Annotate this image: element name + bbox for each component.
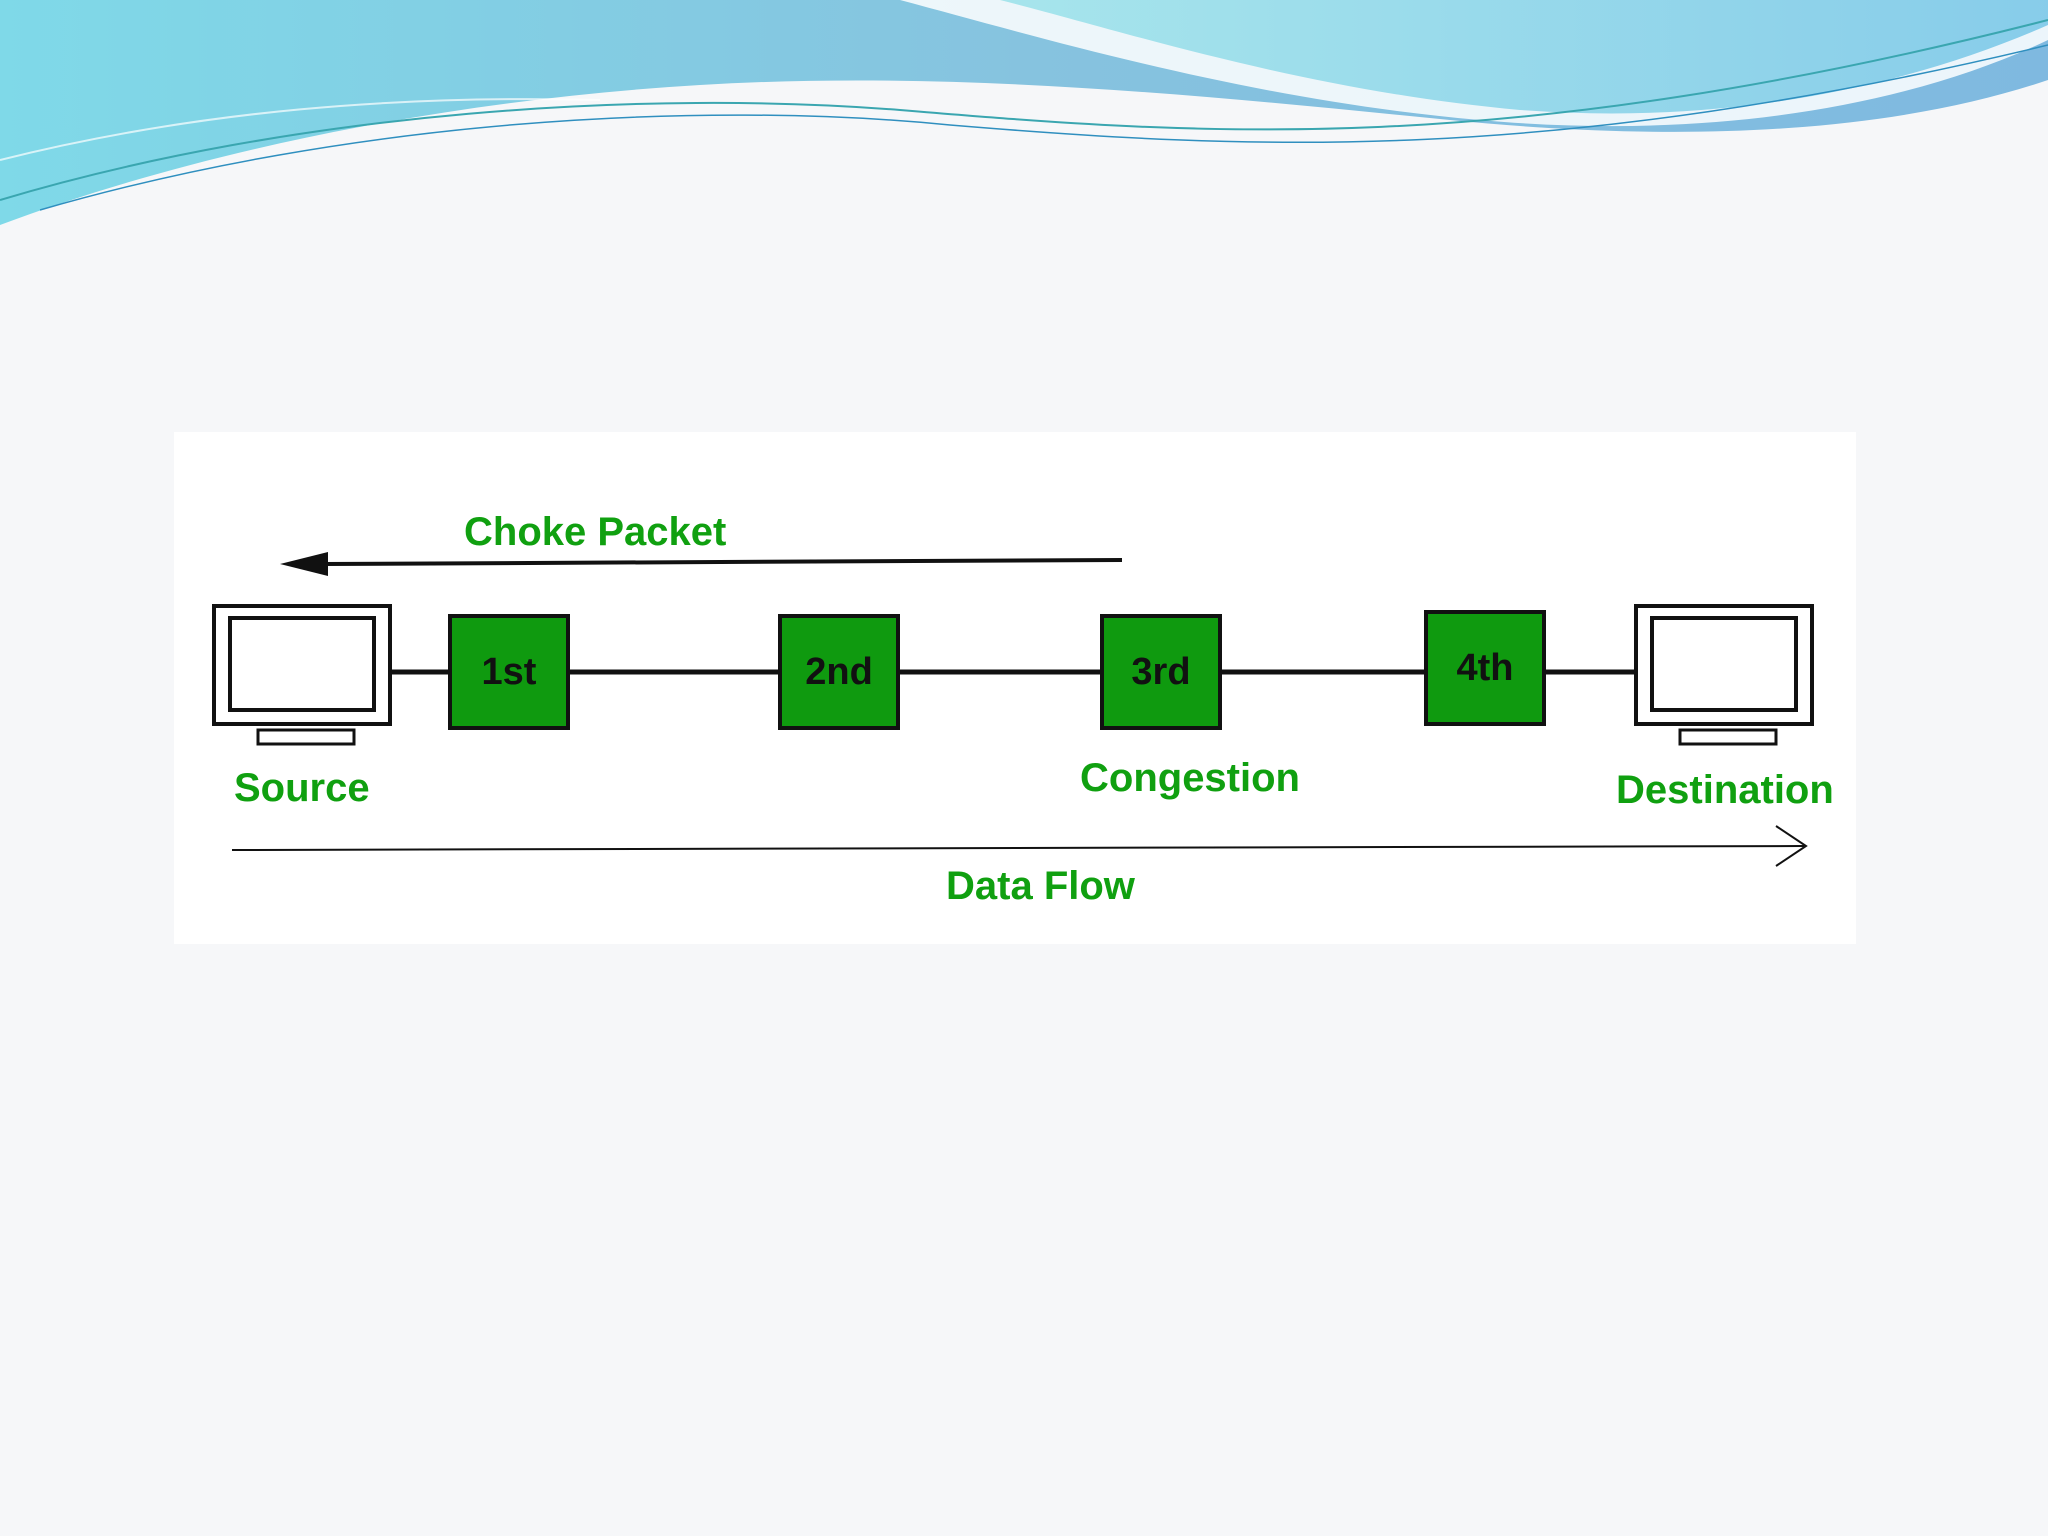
header-wave-decoration [0, 0, 2048, 225]
source-label: Source [234, 766, 370, 810]
monitor-icon [212, 604, 392, 746]
diagram-lines [231, 552, 1808, 867]
router-node-2: 2nd [778, 614, 900, 730]
router-label: 4th [1456, 647, 1514, 689]
data-flow-arrow-line [231, 845, 1805, 851]
router-node-4: 4th [1424, 610, 1546, 726]
router-node-1: 1st [448, 614, 570, 730]
destination-label: Destination [1616, 768, 1834, 812]
network-diagram: Choke Packet 1st 2nd 3rd 4th Source Cong… [174, 432, 1856, 944]
choke-arrow-line [323, 558, 1123, 566]
choke-packet-label: Choke Packet [464, 510, 727, 554]
router-label: 1st [481, 651, 537, 693]
router-node-3: 3rd [1100, 614, 1222, 730]
router-label: 3rd [1131, 651, 1191, 693]
router-label: 2nd [805, 651, 873, 693]
arrow-left-icon [280, 552, 328, 576]
monitor-icon [1634, 604, 1814, 746]
arrow-right-icon [1775, 825, 1808, 867]
congestion-label: Congestion [1080, 756, 1300, 800]
data-flow-label: Data Flow [946, 864, 1135, 908]
